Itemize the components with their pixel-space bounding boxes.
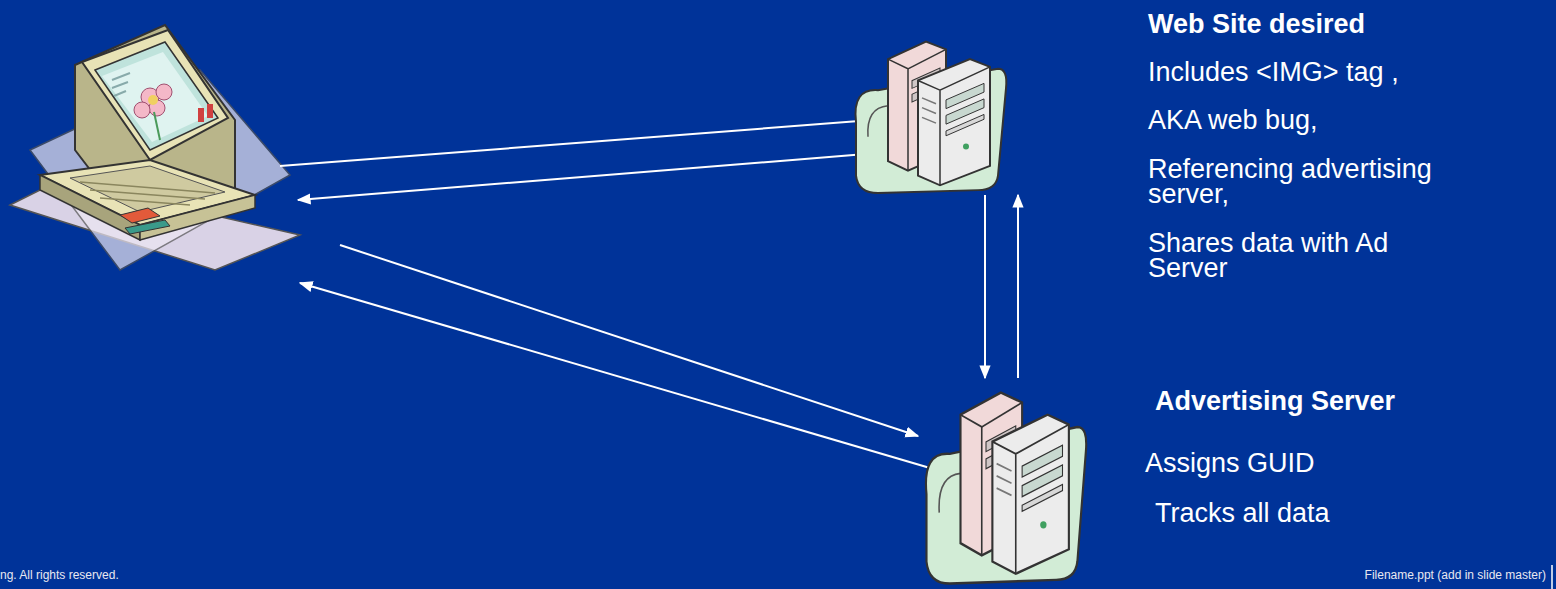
request-arrows <box>280 120 930 468</box>
footer-bar <box>1551 565 1553 589</box>
node-note: Referencing advertising server, <box>1148 157 1458 207</box>
data-arrow <box>1017 195 1019 378</box>
node-heading: Web Site desired <box>1148 12 1468 37</box>
node-note: AKA web bug, <box>1148 108 1458 133</box>
laptop-illustration <box>10 25 300 270</box>
node-note: Shares data with Ad Server <box>1148 231 1458 281</box>
data-arrow <box>984 195 986 378</box>
node-note: Assigns GUID <box>1145 451 1475 476</box>
server-illustration <box>848 30 1008 195</box>
server-node: Web Site desiredIncludes <IMG> tag ,AKA … <box>848 30 1008 195</box>
footer-text: Filename.ppt (add in slide master) <box>1365 568 1546 582</box>
server-illustration <box>918 378 1088 586</box>
node-note: Tracks all data <box>1155 501 1485 526</box>
footer-text: ng. All rights reserved. <box>0 568 119 582</box>
node-note: Includes <IMG> tag , <box>1148 60 1458 85</box>
node-heading: Advertising Server <box>1155 389 1485 414</box>
server-node: Advertising ServerAssigns GUIDTracks all… <box>918 378 1088 586</box>
